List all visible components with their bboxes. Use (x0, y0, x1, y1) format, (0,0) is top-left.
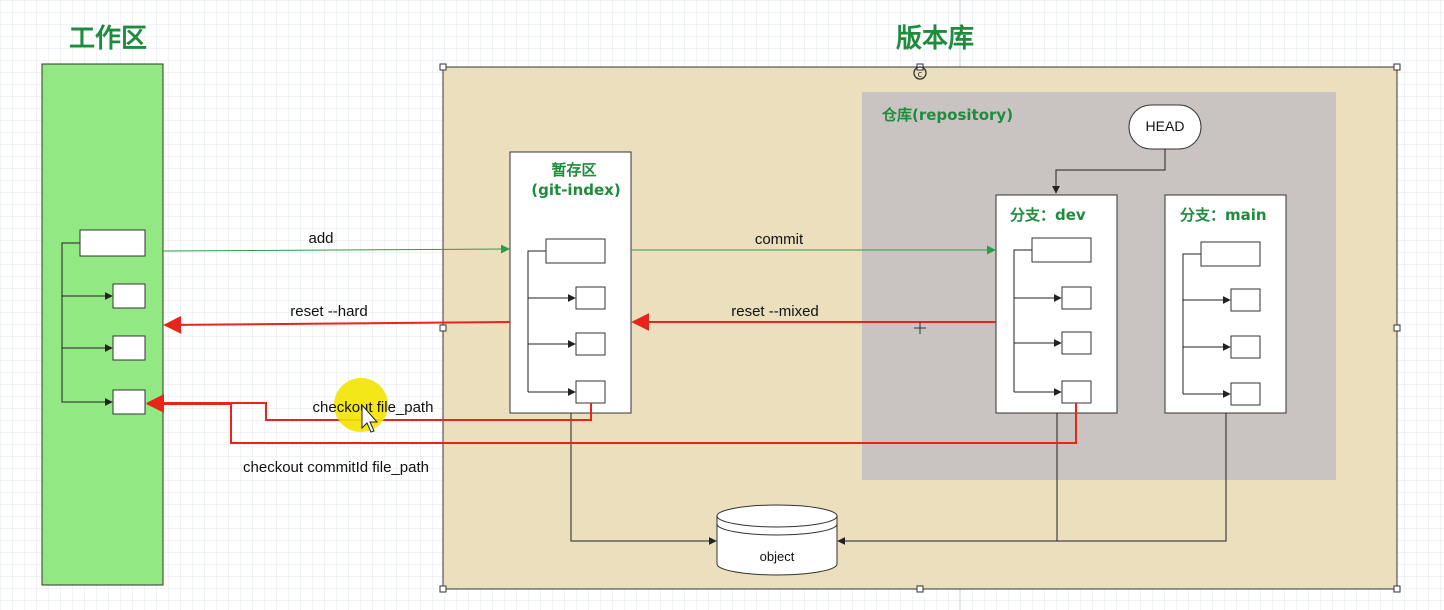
svg-text:c: c (918, 70, 923, 80)
add-arrow[interactable] (162, 244, 510, 254)
dev-file-tree (1013, 249, 1062, 396)
main-root-node[interactable] (1200, 241, 1261, 267)
main-to-object-line (1057, 413, 1227, 542)
staging-title-cn: 暂存区 (551, 161, 596, 179)
branch-main-box[interactable] (1164, 194, 1287, 414)
reset-hard-arrow[interactable] (163, 315, 511, 334)
checkout-commit-label: checkout commitId file_path (243, 459, 429, 476)
object-cylinder[interactable] (716, 504, 838, 576)
main-file-tree (1182, 253, 1231, 398)
main-file-node[interactable] (1230, 288, 1261, 312)
staging-to-object-line (570, 413, 717, 545)
branch-dev-label: 分支：dev (1010, 206, 1086, 224)
staging-file-node[interactable] (575, 332, 606, 356)
dev-file-node[interactable] (1061, 286, 1092, 310)
repo-area-title: 版本库 (895, 24, 974, 54)
workspace-file-node[interactable] (112, 283, 146, 309)
repository-label: 仓库(repository) (881, 106, 1013, 124)
rotate-handle-icon[interactable]: c (913, 66, 927, 80)
crosshair-icon (914, 322, 926, 334)
object-label: object (760, 549, 795, 564)
staging-file-node[interactable] (575, 380, 606, 404)
checkout-commit-arrow[interactable] (146, 395, 1077, 444)
main-file-node[interactable] (1230, 382, 1261, 406)
head-label: HEAD (1146, 118, 1185, 134)
dev-file-node[interactable] (1061, 380, 1092, 404)
dev-file-node[interactable] (1061, 331, 1092, 355)
main-file-node[interactable] (1230, 335, 1261, 359)
branch-main-label: 分支：main (1180, 206, 1267, 224)
head-to-dev-arrow (1052, 149, 1166, 194)
workspace-file-node[interactable] (112, 335, 146, 361)
workspace-panel[interactable] (41, 63, 164, 586)
mouse-pointer-icon (361, 403, 379, 433)
add-label: add (308, 230, 333, 247)
dev-root-node[interactable] (1031, 237, 1092, 263)
workspace-title: 工作区 (69, 24, 147, 54)
staging-area-box[interactable] (509, 151, 632, 414)
reset-mixed-label: reset --mixed (731, 303, 819, 320)
staging-root-node[interactable] (545, 238, 606, 264)
workspace-root-node[interactable] (79, 229, 146, 257)
reset-hard-label: reset --hard (290, 303, 368, 320)
checkout-file-label: checkout file_path (313, 399, 434, 416)
staging-title-en: (git-index) (531, 181, 620, 199)
workspace-file-node[interactable] (112, 389, 146, 415)
staging-file-tree (527, 250, 576, 396)
commit-label: commit (755, 231, 804, 248)
workspace-file-tree (61, 242, 113, 406)
staging-file-node[interactable] (575, 286, 606, 310)
